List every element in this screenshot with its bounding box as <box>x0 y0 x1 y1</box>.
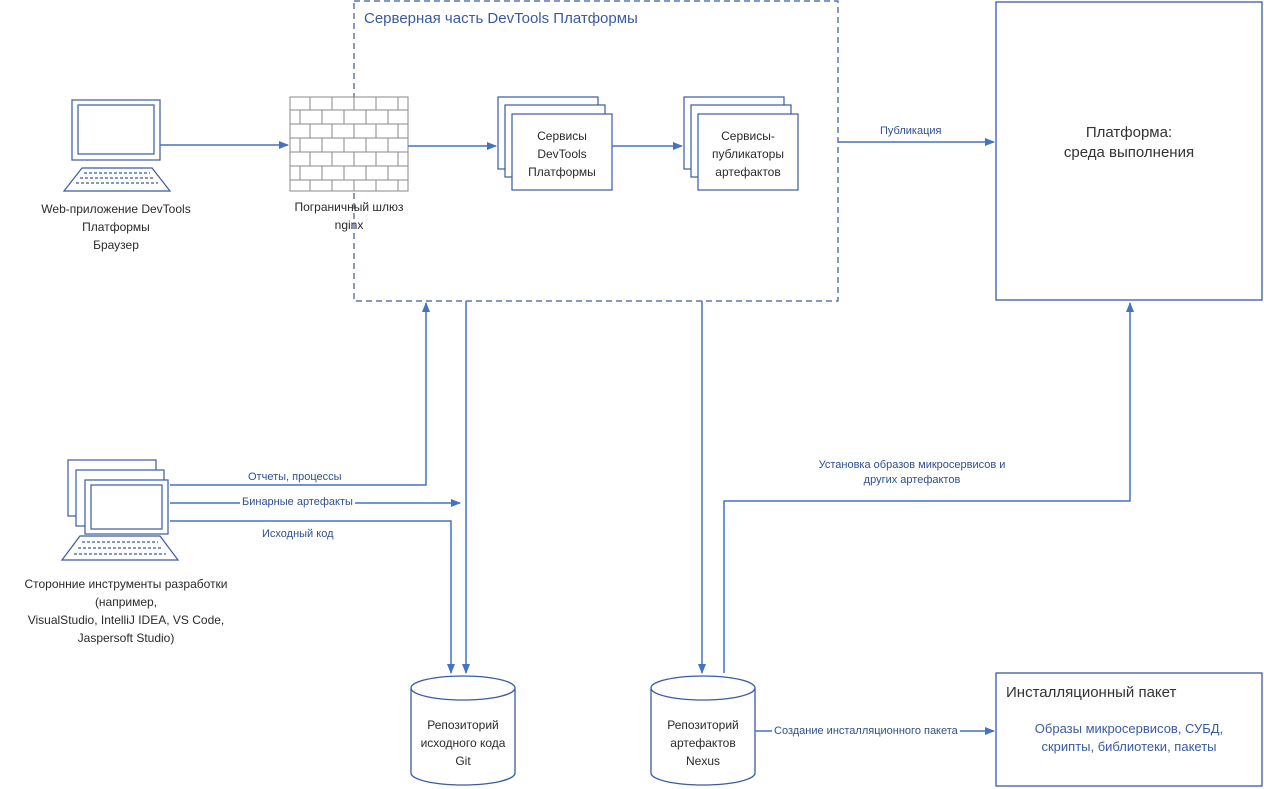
caption-line: Сервисы- <box>721 129 775 143</box>
caption-line: среда выполнения <box>1063 144 1195 161</box>
caption-line: nginx <box>334 218 364 232</box>
caption-line: Пограничный шлюз <box>294 200 404 214</box>
install-package-box <box>995 672 1263 787</box>
caption-line: публикаторы <box>712 147 784 161</box>
git-repo-label: Репозиторий исходного кода Git <box>411 716 515 770</box>
laptop-icon <box>62 99 172 192</box>
nexus-repo-label: Репозиторий артефактов Nexus <box>651 716 755 770</box>
database-cylinder-icon <box>410 675 516 786</box>
edge-label-install-images: Установка образов микросервисов и других… <box>800 458 1024 488</box>
caption-line: Установка образов микросервисов и <box>818 459 1006 471</box>
caption-line: скрипты, библиотеки, пакеты <box>1041 739 1217 754</box>
firewall-icon <box>289 96 409 192</box>
install-package-contents: Образы микросервисов, СУБД, скрипты, биб… <box>996 720 1262 756</box>
edge-label-reports: Отчеты, процессы <box>246 470 344 484</box>
caption-line: Jaspersoft Studio) <box>77 631 175 645</box>
caption-line: артефактов <box>670 736 736 750</box>
browser-caption: Web-приложение DevTools Платформы Браузе… <box>18 200 214 254</box>
multi-laptop-icon <box>60 459 180 561</box>
edge-label-binaries: Бинарные артефакты <box>240 495 355 509</box>
caption-line: VisualStudio, IntelliJ IDEA, VS Code, <box>27 613 225 627</box>
third-party-tools-caption: Сторонние инструменты разработки (наприм… <box>4 575 248 647</box>
publisher-services-label: Сервисы- публикаторы артефактов <box>698 127 798 181</box>
edge-label-publication: Публикация <box>878 124 944 138</box>
caption-line: Платформы <box>528 165 596 179</box>
caption-line: Nexus <box>685 754 720 768</box>
caption-line: Сторонние инструменты разработки <box>24 577 228 591</box>
platform-label: Платформа: среда выполнения <box>996 123 1262 163</box>
server-zone-boundary <box>353 0 839 302</box>
database-cylinder-icon <box>650 675 756 786</box>
caption-line: (например, <box>94 595 158 609</box>
caption-line: Git <box>455 754 471 768</box>
caption-line: других артефактов <box>863 474 961 486</box>
caption-line: Платформа: <box>1085 124 1173 141</box>
server-zone-title: Серверная часть DevTools Платформы <box>364 10 638 27</box>
edge-install-images <box>723 302 1134 673</box>
caption-line: Репозиторий <box>427 718 499 732</box>
caption-line: Сервисы <box>537 129 587 143</box>
caption-line: Web-приложение DevTools <box>41 202 191 216</box>
devtools-services-label: Сервисы DevTools Платформы <box>512 127 612 181</box>
edge-source-code <box>170 520 455 674</box>
gateway-caption: Пограничный шлюз nginx <box>270 198 428 234</box>
platform-box <box>995 1 1263 301</box>
caption-line: Платформы <box>82 220 150 234</box>
install-package-title: Инсталляционный пакет <box>1006 684 1177 701</box>
edge-label-source-code: Исходный код <box>260 527 336 541</box>
edge-reports <box>170 302 430 486</box>
caption-line: Образы микросервисов, СУБД, <box>1034 721 1224 736</box>
caption-line: Браузер <box>93 238 139 252</box>
devtools-services-stack <box>497 96 613 191</box>
caption-line: исходного кода <box>420 736 506 750</box>
edge-label-create-package: Создание инсталляционного пакета <box>772 724 960 738</box>
caption-line: Репозиторий <box>667 718 739 732</box>
caption-line: артефактов <box>715 165 781 179</box>
caption-line: DevTools <box>537 147 587 161</box>
publisher-services-stack <box>683 96 799 191</box>
